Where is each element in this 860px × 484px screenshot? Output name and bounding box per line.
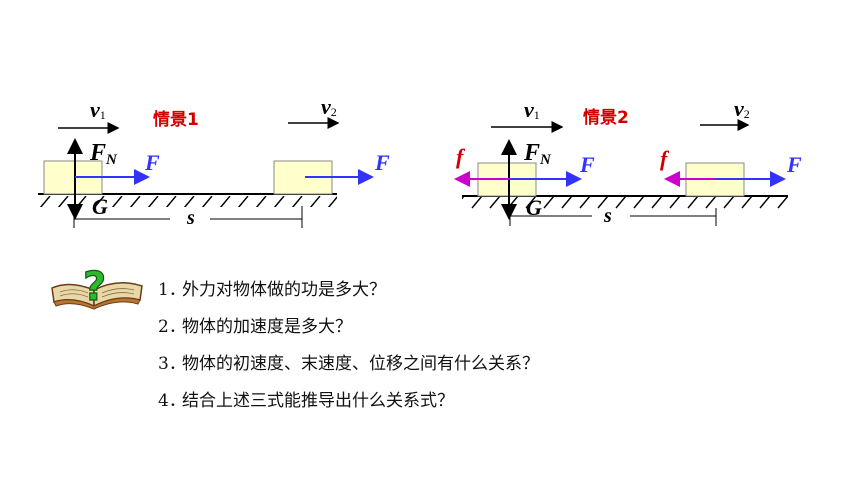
question-number: 3． bbox=[158, 354, 186, 374]
question-item: 1．外力对物体做的功是多大？ bbox=[158, 278, 539, 315]
v1-label: v1 bbox=[524, 97, 540, 122]
question-book-icon: ? bbox=[51, 263, 143, 310]
question-text: 物体的初速度、末速度、位移之间有什么关系？ bbox=[182, 354, 539, 374]
normal-force-label: FN bbox=[523, 140, 552, 168]
question-mark-icon: ? bbox=[83, 264, 106, 310]
v2-label: v2 bbox=[734, 96, 750, 121]
gravity-label: G bbox=[526, 195, 542, 220]
question-number: 4． bbox=[158, 391, 186, 411]
scenario-2: v1 情景2 v2 FN G f F f F s bbox=[454, 96, 802, 227]
question-number: 2． bbox=[158, 317, 186, 337]
question-item: 4．结合上述三式能推导出什么关系式？ bbox=[158, 389, 539, 426]
friction-label-start: f bbox=[456, 144, 466, 169]
applied-force-label-end: F bbox=[374, 150, 390, 175]
question-text: 结合上述三式能推导出什么关系式？ bbox=[182, 391, 454, 411]
question-text: 物体的加速度是多大？ bbox=[182, 317, 352, 337]
applied-force-label-end: F bbox=[786, 152, 802, 177]
displacement-label: s bbox=[186, 207, 195, 229]
question-number: 1． bbox=[158, 280, 186, 300]
question-item: 3．物体的初速度、末速度、位移之间有什么关系？ bbox=[158, 352, 539, 389]
question-list: 1．外力对物体做的功是多大？ 2．物体的加速度是多大？ 3．物体的初速度、末速度… bbox=[158, 278, 539, 426]
displacement-label: s bbox=[603, 205, 612, 227]
question-item: 2．物体的加速度是多大？ bbox=[158, 315, 539, 352]
scenario-1: v1 情景1 v2 FN G F F s bbox=[38, 94, 390, 229]
v2-label: v2 bbox=[321, 94, 337, 119]
v1-label: v1 bbox=[90, 97, 106, 122]
ground-hatch bbox=[38, 195, 337, 207]
gravity-label: G bbox=[92, 194, 108, 219]
scenario-2-title: 情景2 bbox=[583, 107, 629, 128]
applied-force-label-start: F bbox=[144, 150, 160, 175]
scenario-1-title: 情景1 bbox=[153, 109, 199, 130]
friction-label-end: f bbox=[660, 146, 670, 171]
applied-force-label-start: F bbox=[579, 152, 595, 177]
normal-force-label: FN bbox=[89, 140, 118, 168]
ground-hatch bbox=[462, 197, 788, 209]
question-text: 外力对物体做的功是多大？ bbox=[182, 280, 386, 300]
